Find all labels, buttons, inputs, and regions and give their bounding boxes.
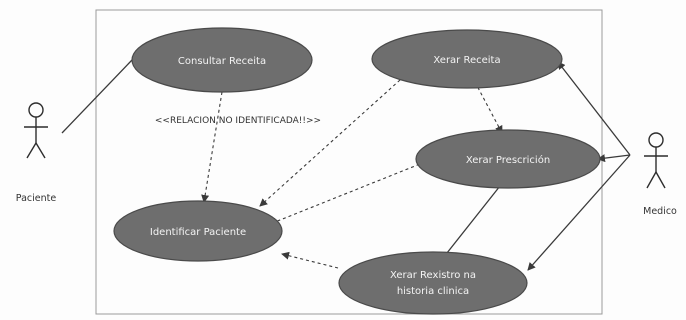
use-case-xerar-rexistro-label-line2: historia clinica [397, 286, 469, 297]
actor-paciente-label: Paciente [16, 193, 57, 204]
actor-medico-label: Medico [643, 206, 677, 217]
association-medico-xerar-rexistro [527, 154, 631, 271]
dependency-xerar-receita-identificar [259, 79, 401, 207]
use-case-identificar-paciente-label: Identificar Paciente [150, 227, 246, 238]
use-case-consultar-receita-label: Consultar Receita [178, 56, 266, 67]
dependency-prescricion-identificar [269, 161, 426, 226]
use-case-xerar-prescricion: Xerar Prescrición [415, 129, 601, 189]
association-medico-xerar-receita [557, 61, 631, 156]
dependency-rexistro-identificar [281, 251, 339, 269]
use-case-xerar-receita-label: Xerar Receita [433, 55, 500, 66]
link-prescricion-rexistro [442, 185, 501, 259]
association-paciente-consultar-receita [61, 59, 133, 134]
use-case-xerar-rexistro-label-line1: Xerar Rexistro na [390, 270, 476, 281]
stick-figure-icon [24, 102, 48, 159]
relation-annotation: <<RELACION NO IDENTIFICADA!!>> [155, 116, 321, 126]
dependency-xerar-receita-prescricion [474, 81, 503, 134]
use-case-xerar-receita: Xerar Receita [371, 29, 563, 89]
actor-paciente: Paciente [16, 102, 57, 204]
use-case-consultar-receita: Consultar Receita [131, 27, 313, 93]
use-case-xerar-prescricion-label: Xerar Prescrición [466, 154, 550, 166]
stick-figure-icon [644, 132, 668, 189]
dependency-consultar-identificar [201, 91, 223, 203]
use-case-identificar-paciente: Identificar Paciente [113, 200, 283, 262]
association-medico-xerar-prescricion [597, 154, 631, 163]
use-case-xerar-rexistro: Xerar Rexistro na historia clinica [338, 251, 528, 315]
actor-medico: Medico [643, 132, 677, 217]
